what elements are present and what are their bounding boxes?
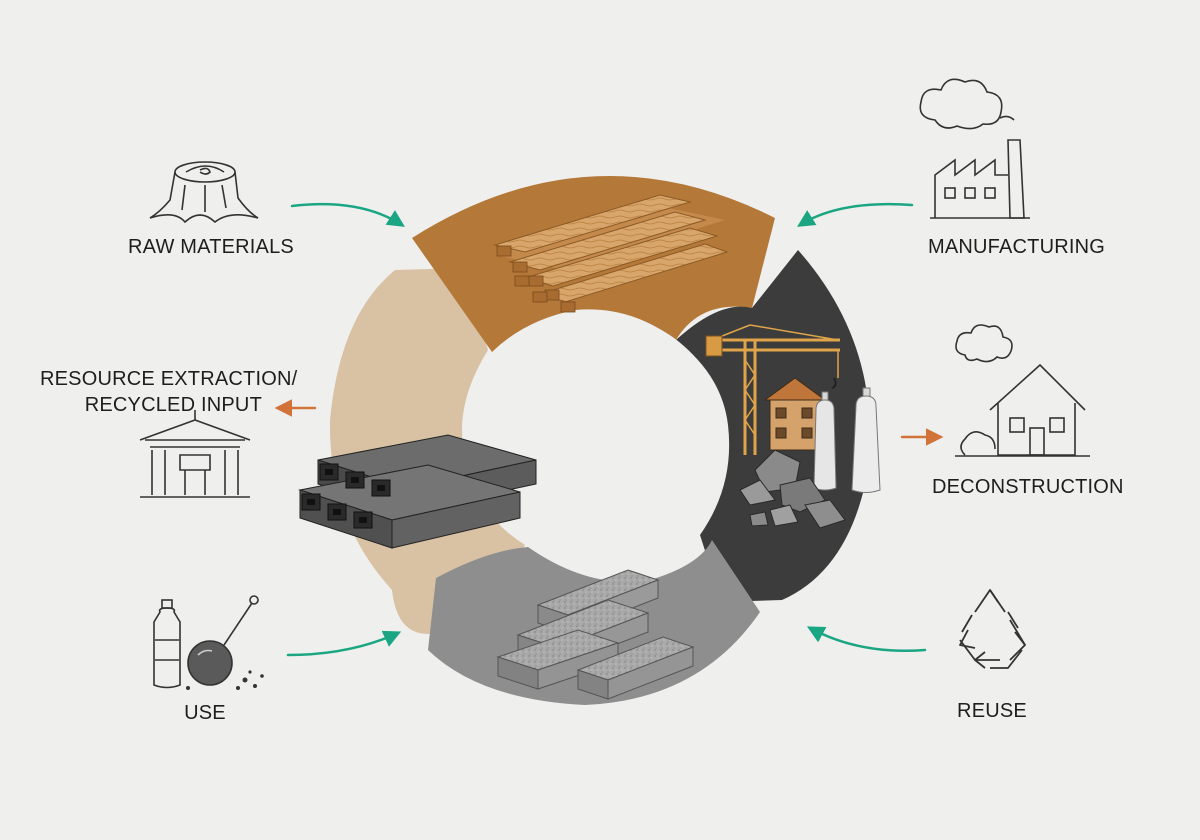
arrow-use (286, 630, 402, 657)
lumber-stack-icon (493, 194, 729, 313)
center-hole (474, 314, 726, 566)
label-deconstruction: DECONSTRUCTION (932, 476, 1124, 498)
arrow-reuse (806, 626, 927, 653)
concrete-blocks-icon (496, 569, 695, 700)
construction-scene-icon (705, 324, 881, 529)
label-resource-extraction-line1: RESOURCE EXTRACTION/ (40, 368, 298, 390)
arrows (274, 202, 944, 657)
label-use: USE (184, 702, 226, 724)
arrow-raw-materials (290, 202, 405, 227)
label-resource-extraction-line2: RECYCLED INPUT (84, 394, 262, 416)
label-raw-materials: RAW MATERIALS (128, 236, 294, 258)
label-reuse: REUSE (957, 700, 1027, 722)
bottle-and-wrecking-ball-icon (153, 595, 264, 690)
pavilion-icon (139, 410, 251, 498)
steel-beams-icon (298, 434, 537, 549)
label-manufacturing: MANUFACTURING (928, 236, 1106, 258)
factory-icon (919, 78, 1030, 219)
recycle-icon (959, 589, 1026, 669)
arrow-manufacturing (797, 202, 914, 227)
tree-stump-icon (149, 161, 259, 224)
house-icon (955, 324, 1090, 457)
